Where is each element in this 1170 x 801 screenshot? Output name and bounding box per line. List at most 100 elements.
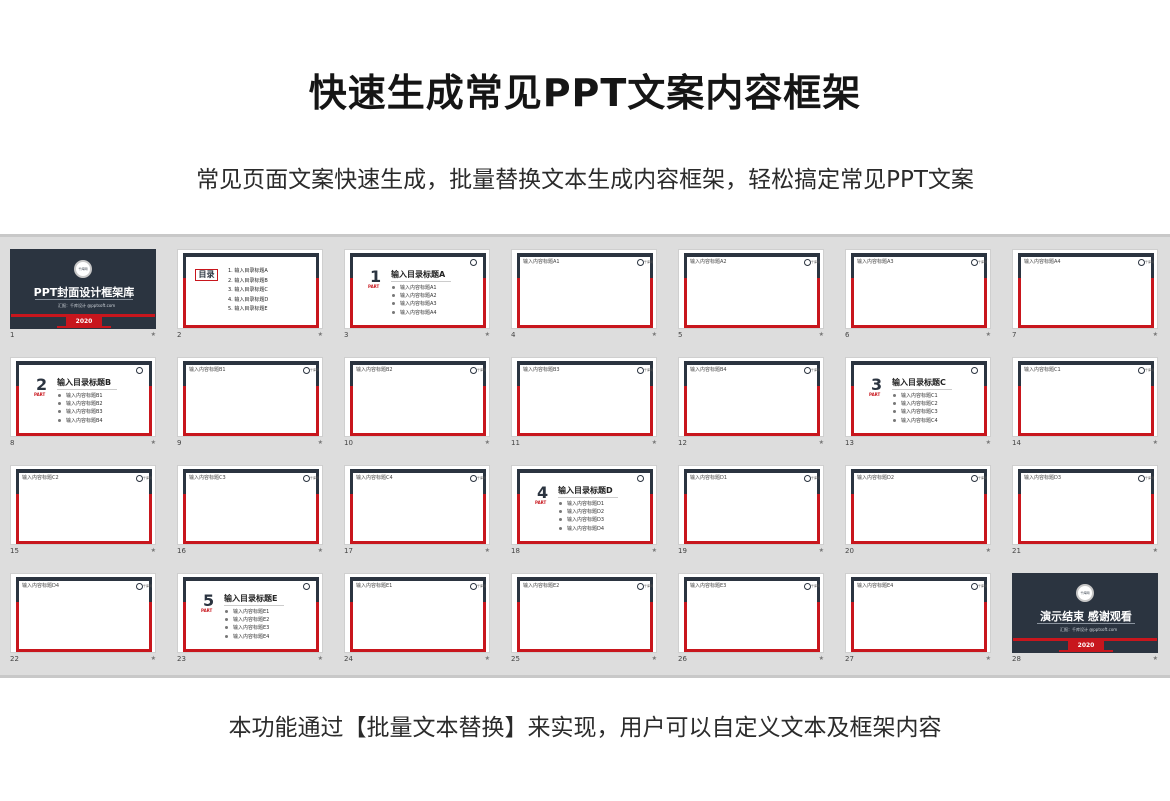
logo-icon xyxy=(1138,259,1145,266)
star-icon[interactable]: ★ xyxy=(985,655,991,662)
slide-thumbnail[interactable]: 输入内容标题C2 千库网 15 ★ xyxy=(10,465,156,555)
slide-thumbnail[interactable]: 输入内容标题A2 千库网 5 ★ xyxy=(678,249,824,339)
slide-thumbnail[interactable]: 输入内容标题A4 千库网 7 ★ xyxy=(1012,249,1158,339)
content-slide[interactable]: 输入内容标题C4 千库网 xyxy=(344,465,490,545)
star-icon[interactable]: ★ xyxy=(1152,547,1158,554)
slide-thumbnail[interactable]: 输入内容标题D4 千库网 22 ★ xyxy=(10,573,156,663)
content-slide[interactable]: 输入内容标题E3 千库网 xyxy=(678,573,824,653)
slide-thumbnail[interactable]: 千库网 演示结束 感谢观看 汇报：千库设计 @pptsoft.com 2020 … xyxy=(1012,573,1158,663)
slide-thumbnail[interactable]: 输入内容标题D3 千库网 21 ★ xyxy=(1012,465,1158,555)
content-slide[interactable]: 输入内容标题A1 千库网 xyxy=(511,249,657,329)
star-icon[interactable]: ★ xyxy=(150,331,156,338)
content-slide[interactable]: 输入内容标题D1 千库网 xyxy=(678,465,824,545)
content-slide[interactable]: 输入内容标题A3 千库网 xyxy=(845,249,991,329)
slide-thumbnail[interactable]: 输入内容标题B1 千库网 9 ★ xyxy=(177,357,323,447)
star-icon[interactable]: ★ xyxy=(1152,655,1158,662)
star-icon[interactable]: ★ xyxy=(484,655,490,662)
slide-number: 27 xyxy=(845,655,854,663)
star-icon[interactable]: ★ xyxy=(818,331,824,338)
star-icon[interactable]: ★ xyxy=(818,547,824,554)
star-icon[interactable]: ★ xyxy=(985,547,991,554)
content-slide[interactable]: 输入内容标题E2 千库网 xyxy=(511,573,657,653)
slide-number: 24 xyxy=(344,655,353,663)
star-icon[interactable]: ★ xyxy=(818,439,824,446)
content-slide[interactable]: 输入内容标题E4 千库网 xyxy=(845,573,991,653)
content-slide[interactable]: 输入内容标题D2 千库网 xyxy=(845,465,991,545)
star-icon[interactable]: ★ xyxy=(651,331,657,338)
star-icon[interactable]: ★ xyxy=(1152,331,1158,338)
content-slide[interactable]: 输入内容标题B2 千库网 xyxy=(344,357,490,437)
star-icon[interactable]: ★ xyxy=(150,439,156,446)
content-slide[interactable]: 输入内容标题E1 千库网 xyxy=(344,573,490,653)
star-icon[interactable]: ★ xyxy=(150,547,156,554)
slide-caption: 输入内容标题B3 xyxy=(523,367,560,373)
slide-red-frame xyxy=(1018,494,1154,544)
slide-thumbnail[interactable]: 输入内容标题E1 千库网 24 ★ xyxy=(344,573,490,663)
content-slide[interactable]: 输入内容标题B4 千库网 xyxy=(678,357,824,437)
slide-thumbnail[interactable]: 输入内容标题B2 千库网 10 ★ xyxy=(344,357,490,447)
star-icon[interactable]: ★ xyxy=(317,439,323,446)
slide-thumbnail[interactable]: 输入内容标题E4 千库网 27 ★ xyxy=(845,573,991,663)
content-slide[interactable]: 输入内容标题D3 千库网 xyxy=(1012,465,1158,545)
star-icon[interactable]: ★ xyxy=(484,439,490,446)
star-icon[interactable]: ★ xyxy=(985,439,991,446)
content-slide[interactable]: 输入内容标题C2 千库网 xyxy=(10,465,156,545)
star-icon[interactable]: ★ xyxy=(651,655,657,662)
content-slide[interactable]: 输入内容标题A2 千库网 xyxy=(678,249,824,329)
slide-thumbnail[interactable]: 输入内容标题E3 千库网 26 ★ xyxy=(678,573,824,663)
star-icon[interactable]: ★ xyxy=(484,547,490,554)
star-icon[interactable]: ★ xyxy=(651,547,657,554)
logo-icon xyxy=(637,475,644,482)
slide-red-frame xyxy=(16,602,152,652)
slide-thumbnail[interactable]: 输入内容标题E2 千库网 25 ★ xyxy=(511,573,657,663)
star-icon[interactable]: ★ xyxy=(1152,439,1158,446)
slide-thumbnail[interactable]: 输入内容标题A1 千库网 4 ★ xyxy=(511,249,657,339)
slide-thumbnail[interactable]: 千库网 PPT封面设计框架库 汇报：千库设计 @pptsoft.com 2020… xyxy=(10,249,156,339)
content-slide[interactable]: 输入内容标题B1 千库网 xyxy=(177,357,323,437)
content-slide[interactable]: 输入内容标题C1 千库网 xyxy=(1012,357,1158,437)
slide-top-bar xyxy=(183,361,319,365)
logo-text: 千库网 xyxy=(643,368,653,372)
slide-thumbnail[interactable]: 输入内容标题D2 千库网 20 ★ xyxy=(845,465,991,555)
star-icon[interactable]: ★ xyxy=(985,331,991,338)
slide-thumbnail[interactable]: 输入内容标题C1 千库网 14 ★ xyxy=(1012,357,1158,447)
divider xyxy=(558,497,618,498)
content-slide[interactable]: 输入内容标题B3 千库网 xyxy=(511,357,657,437)
slide-red-frame xyxy=(350,494,486,544)
content-slide[interactable]: 输入内容标题D4 千库网 xyxy=(10,573,156,653)
star-icon[interactable]: ★ xyxy=(317,547,323,554)
slide-caption: 输入内容标题E4 xyxy=(857,583,894,589)
star-icon[interactable]: ★ xyxy=(818,655,824,662)
content-slide[interactable]: 输入内容标题A4 千库网 xyxy=(1012,249,1158,329)
slide-top-bar xyxy=(517,577,653,581)
slide-thumbnail[interactable]: 输入内容标题B4 千库网 12 ★ xyxy=(678,357,824,447)
section-item: 输入内容标题C2 xyxy=(893,400,938,408)
star-icon[interactable]: ★ xyxy=(317,655,323,662)
cover-slide[interactable]: 千库网 演示结束 感谢观看 汇报：千库设计 @pptsoft.com 2020 xyxy=(1012,573,1158,653)
cover-slide[interactable]: 千库网 PPT封面设计框架库 汇报：千库设计 @pptsoft.com 2020 xyxy=(10,249,156,329)
slide-thumbnail[interactable]: 输入内容标题A3 千库网 6 ★ xyxy=(845,249,991,339)
star-icon[interactable]: ★ xyxy=(651,439,657,446)
section-title: 输入目录标题E xyxy=(224,594,278,603)
star-icon[interactable]: ★ xyxy=(484,331,490,338)
star-icon[interactable]: ★ xyxy=(317,331,323,338)
star-icon[interactable]: ★ xyxy=(150,655,156,662)
slide-thumbnail[interactable]: 输入内容标题D1 千库网 19 ★ xyxy=(678,465,824,555)
slide-thumbnail[interactable]: 输入内容标题B3 千库网 11 ★ xyxy=(511,357,657,447)
slide-thumbnail[interactable]: 输入内容标题C3 千库网 16 ★ xyxy=(177,465,323,555)
content-slide[interactable]: 输入内容标题C3 千库网 xyxy=(177,465,323,545)
slide-thumbnail[interactable]: 输入内容标题C4 千库网 17 ★ xyxy=(344,465,490,555)
